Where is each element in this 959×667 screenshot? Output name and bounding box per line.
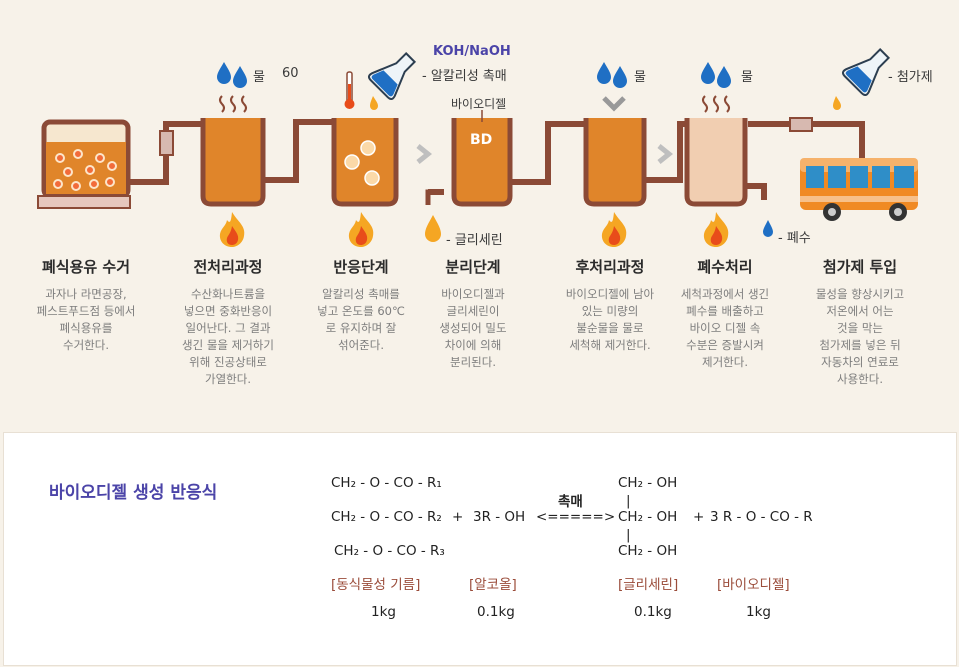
lhs-line-2: CH₂ - O - CO - R₂ xyxy=(331,509,442,525)
stage-title-wastewater: 폐수처리 xyxy=(697,258,753,276)
stage-desc-posttreatment: 바이오디젤에 남아 있는 미량의 불순물을 물로 세척해 제거한다. xyxy=(565,287,655,352)
stage-title-collection: 폐식용유 수거 xyxy=(41,258,131,276)
catalyst-label: - 알칼리성 촉매 xyxy=(422,69,507,84)
chevron-down-icon xyxy=(602,96,626,112)
reaction-tank xyxy=(331,51,417,247)
pipe-waste xyxy=(743,183,767,200)
category-oil: [동식물성 기름] xyxy=(331,577,421,593)
pipe-5 xyxy=(748,121,865,160)
equilibrium-arrow: <=====> xyxy=(536,509,616,525)
stage-desc-pretreatment: 수산화나트륨을 넣으면 중화반응이 일어난다. 그 결과 생긴 물을 제거하기 … xyxy=(182,287,274,386)
reaction-title: 바이오디젤 생성 반응식 xyxy=(49,483,218,503)
wastewater-tank xyxy=(684,62,773,247)
category-biodiesel: [바이오디젤] xyxy=(717,577,790,593)
process-illustration xyxy=(37,47,918,247)
pipe-4 xyxy=(644,121,687,183)
chevron-right-icon-2 xyxy=(657,144,674,164)
category-glycerin: [글리세린] xyxy=(618,577,679,593)
pretreatment-tank xyxy=(200,62,266,247)
stage-desc-separation: 바이오디젤과 글리세린이 생성되어 밀도 차이에 의해 분리된다. xyxy=(439,287,507,369)
lhs-line-1: CH₂ - O - CO - R₁ xyxy=(331,475,442,491)
bond-2: | xyxy=(626,527,631,543)
plus-1: + xyxy=(452,509,464,525)
pipe-3 xyxy=(508,121,586,185)
stage-title-separation: 분리단계 xyxy=(445,258,501,276)
lhs-line-3: CH₂ - O - CO - R₃ xyxy=(334,543,445,559)
pipe-valve-2 xyxy=(789,117,813,132)
pipe-valve xyxy=(159,130,174,156)
water-label-2: 물 xyxy=(634,70,646,85)
stage-title-posttreatment: 후처리과정 xyxy=(575,258,645,276)
bus-icon xyxy=(800,158,918,221)
stage-desc-wastewater: 세척과정에서 생긴 폐수를 배출하고 바이오 디젤 속 수분은 증발시켜 제거한… xyxy=(680,287,770,369)
catalyst-label-eq: 촉매 xyxy=(558,494,583,510)
water-label-1: 물 xyxy=(253,70,265,85)
stage-title-reaction: 반응단계 xyxy=(333,258,389,276)
stage-title-additive: 첨가제 투입 xyxy=(822,258,898,276)
separation-tank xyxy=(425,110,513,242)
chevron-right-icon xyxy=(416,144,433,164)
rhs-line-2: CH₂ - OH xyxy=(618,509,678,525)
amount-oil: 1kg xyxy=(371,604,396,620)
process-diagram: 물 60 KOH/NaOH - 알칼리성 촉매 바이오디젤 BD - 글리세린 … xyxy=(36,44,933,386)
posttreatment-tank xyxy=(583,62,647,247)
rhs-line-1: CH₂ - OH xyxy=(618,475,678,491)
wastewater-label: - 폐수 xyxy=(778,231,811,246)
rhs-line-3: CH₂ - OH xyxy=(618,543,678,559)
water-label-3: 물 xyxy=(741,70,753,85)
additive-label: - 첨가제 xyxy=(888,70,933,85)
bd-label: BD xyxy=(470,132,493,148)
amount-glycerin: 0.1kg xyxy=(634,604,672,620)
biodiesel-top-label: 바이오디젤 xyxy=(451,97,507,111)
stage-desc-additive: 물성을 향상시키고 저온에서 어는 것을 막는 첨가제를 넣은 뒤 자동차의 연… xyxy=(815,287,905,386)
bond-1: | xyxy=(626,493,631,509)
stage-desc-collection: 과자나 라면공장, 페스트푸드점 등에서 폐식용유를 수거한다. xyxy=(36,287,136,352)
thermometer-icon xyxy=(344,71,355,109)
alcohol-formula: 3R - OH xyxy=(473,509,526,525)
additive-flask-icon xyxy=(841,47,891,97)
stage-title-pretreatment: 전처리과정 xyxy=(193,258,263,276)
sixty-label: 60 xyxy=(282,66,299,81)
koh-label: KOH/NaOH xyxy=(433,44,511,59)
stage-desc-reaction: 알칼리성 촉매를 넣고 온도를 60℃ 로 유지하며 잘 섞어준다. xyxy=(317,287,405,352)
pipe-2 xyxy=(264,119,334,183)
reaction-panel: 바이오디젤 생성 반응식 CH₂ - O - CO - R₁ CH₂ - O -… xyxy=(3,432,957,666)
plus-2: + xyxy=(693,509,705,525)
category-alcohol: [알코올] xyxy=(469,577,517,593)
amount-biodiesel: 1kg xyxy=(746,604,771,620)
collection-tank xyxy=(37,119,131,209)
flask-icon xyxy=(367,51,417,101)
ester-formula: 3 R - O - CO - R xyxy=(710,509,813,525)
glycerin-label: - 글리세린 xyxy=(446,233,503,248)
amount-alcohol: 0.1kg xyxy=(477,604,515,620)
